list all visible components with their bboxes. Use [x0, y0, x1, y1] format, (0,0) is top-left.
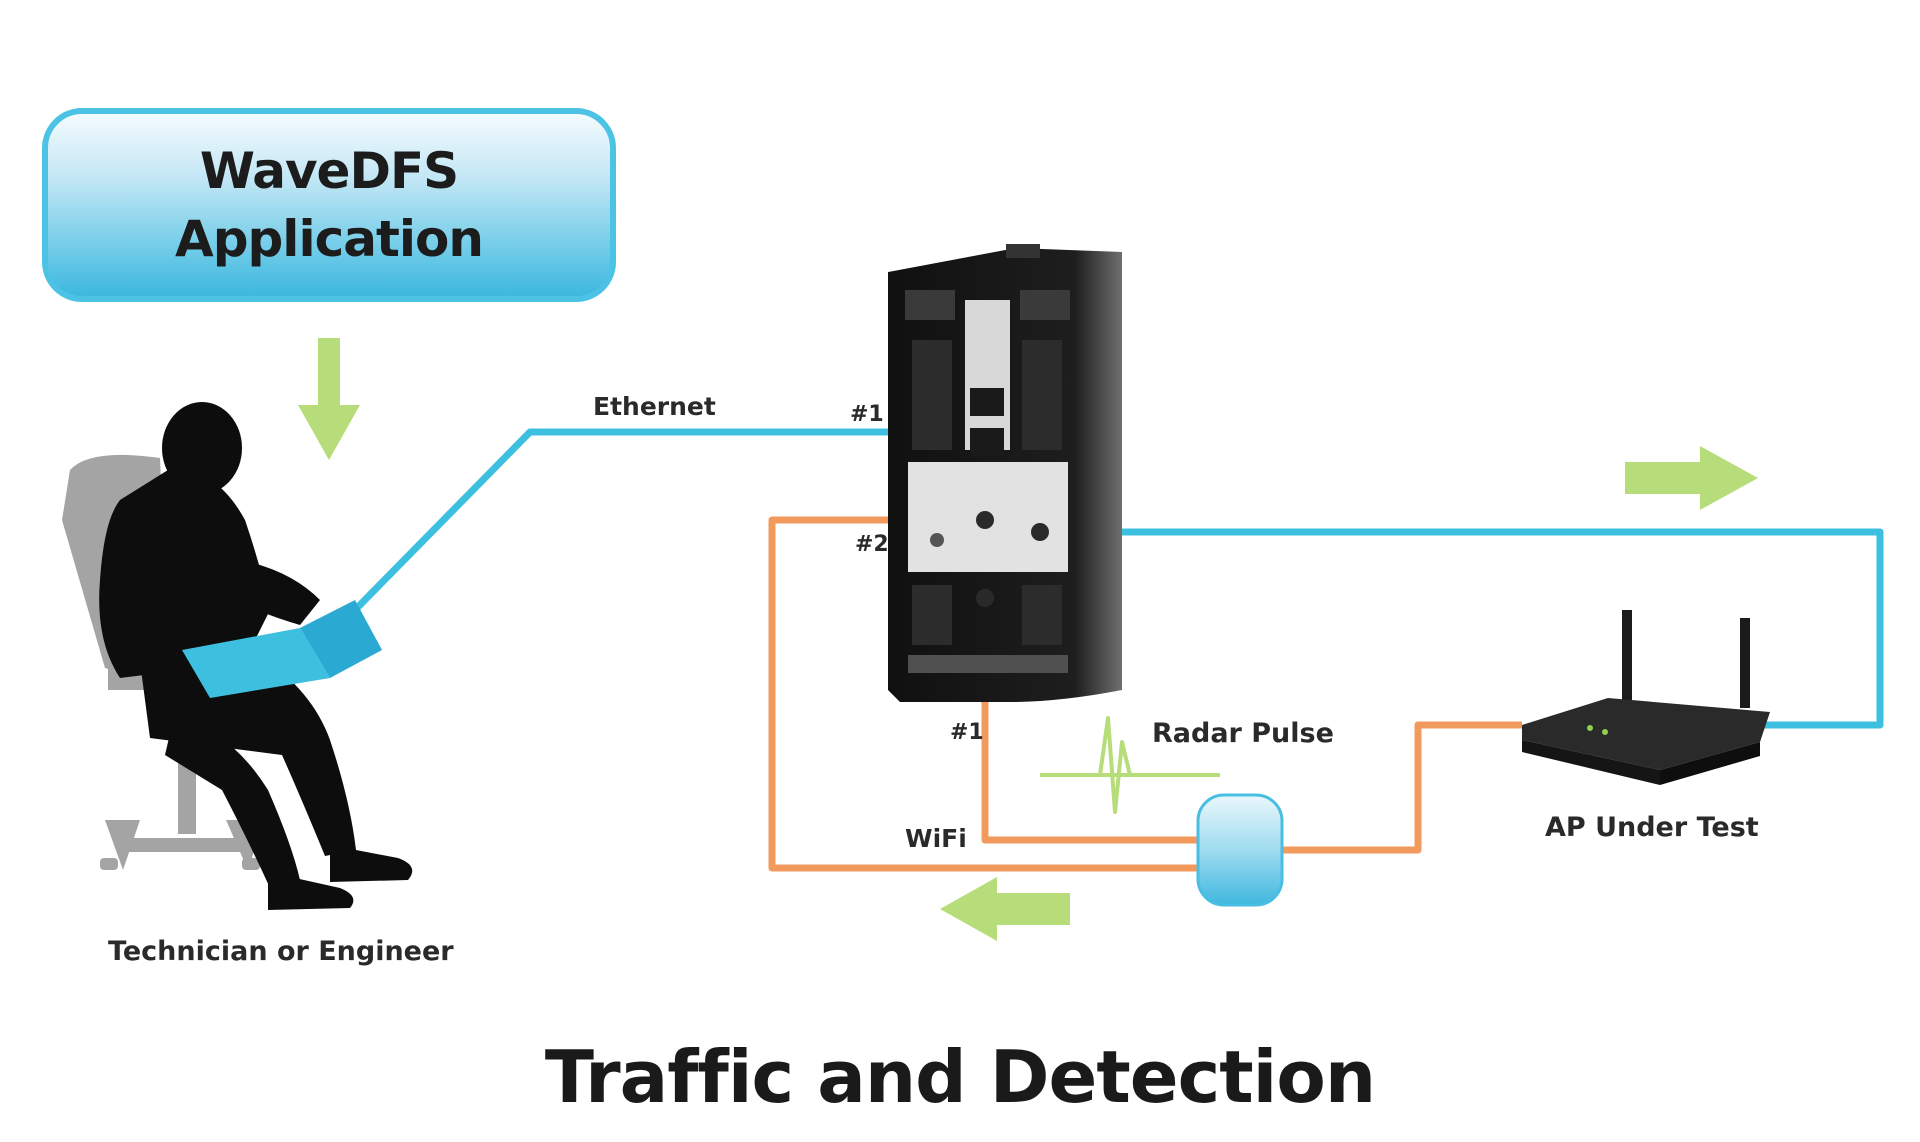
- app-title-line2: Application: [175, 210, 484, 268]
- ethernet-cable: [352, 428, 890, 613]
- diagram-title: Traffic and Detection: [544, 1035, 1376, 1119]
- port-ethernet2-label: #2: [855, 532, 889, 557]
- arrow-down-icon: [298, 338, 360, 460]
- arrow-right-icon: [1625, 446, 1758, 510]
- ethernet-label: Ethernet: [593, 392, 716, 421]
- port-rf1-label: #1: [950, 720, 984, 745]
- rf-combiner-icon: [1196, 793, 1284, 907]
- wavedfs-application-box: WaveDFS Application: [42, 108, 616, 302]
- radar-pulse-icon: [1040, 716, 1220, 814]
- rf-cable-to-ap: [1282, 721, 1522, 854]
- radar-pulse-label: Radar Pulse: [1152, 718, 1334, 749]
- ap-under-test-label: AP Under Test: [1545, 812, 1759, 843]
- technician-label: Technician or Engineer: [108, 936, 454, 967]
- rf-cable-port2: [768, 516, 1200, 872]
- wifi-label: WiFi: [905, 824, 967, 853]
- port-ethernet1-label: #1: [850, 402, 884, 427]
- arrow-left-icon: [940, 877, 1070, 941]
- person-silhouette-icon: [99, 402, 413, 910]
- chassis-to-ap-cable: [1040, 528, 1884, 729]
- test-chassis-icon: [888, 244, 1122, 702]
- access-point-router-icon: [1522, 610, 1770, 785]
- app-title-line1: WaveDFS: [199, 142, 459, 200]
- laptop-icon: [182, 600, 382, 698]
